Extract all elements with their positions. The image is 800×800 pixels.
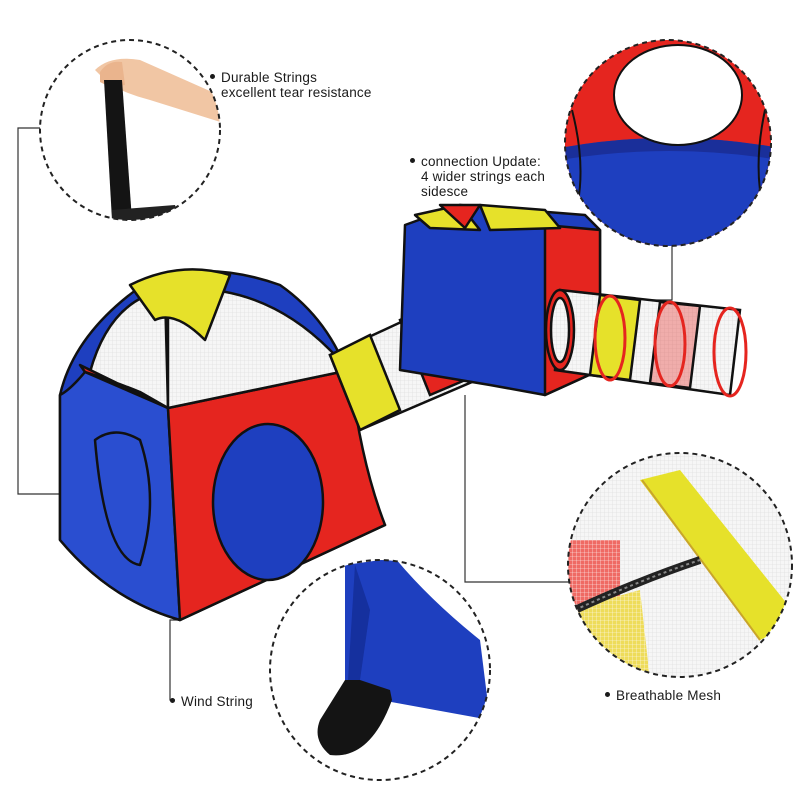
callout-wind-string: Wind String bbox=[170, 694, 253, 709]
callout-durable-strings: Durable Strings excellent tear resistanc… bbox=[210, 70, 372, 100]
connection-detail bbox=[564, 39, 772, 247]
bullet-icon bbox=[605, 691, 610, 697]
bullet-icon bbox=[170, 697, 175, 703]
callout-connection-line3: sidesce bbox=[421, 184, 469, 199]
breathable-mesh-detail bbox=[567, 452, 793, 678]
callout-breathable-mesh: Breathable Mesh bbox=[605, 688, 721, 703]
callout-wind-string-title: Wind String bbox=[181, 694, 253, 709]
right-tunnel bbox=[544, 288, 748, 398]
durable-strings-detail bbox=[39, 39, 221, 221]
bullet-icon bbox=[410, 157, 415, 163]
callout-durable-strings-title: Durable Strings bbox=[221, 70, 318, 85]
callout-connection: connection Update: 4 wider strings each … bbox=[410, 154, 545, 199]
callout-durable-strings-desc: excellent tear resistance bbox=[221, 85, 372, 100]
callout-connection-title: connection Update: bbox=[421, 154, 541, 169]
left-tent bbox=[58, 268, 387, 622]
callout-breathable-mesh-title: Breathable Mesh bbox=[616, 688, 722, 703]
bullet-icon bbox=[210, 73, 215, 79]
wind-string-detail bbox=[269, 559, 491, 781]
callout-connection-line2: 4 wider strings each bbox=[421, 169, 546, 184]
